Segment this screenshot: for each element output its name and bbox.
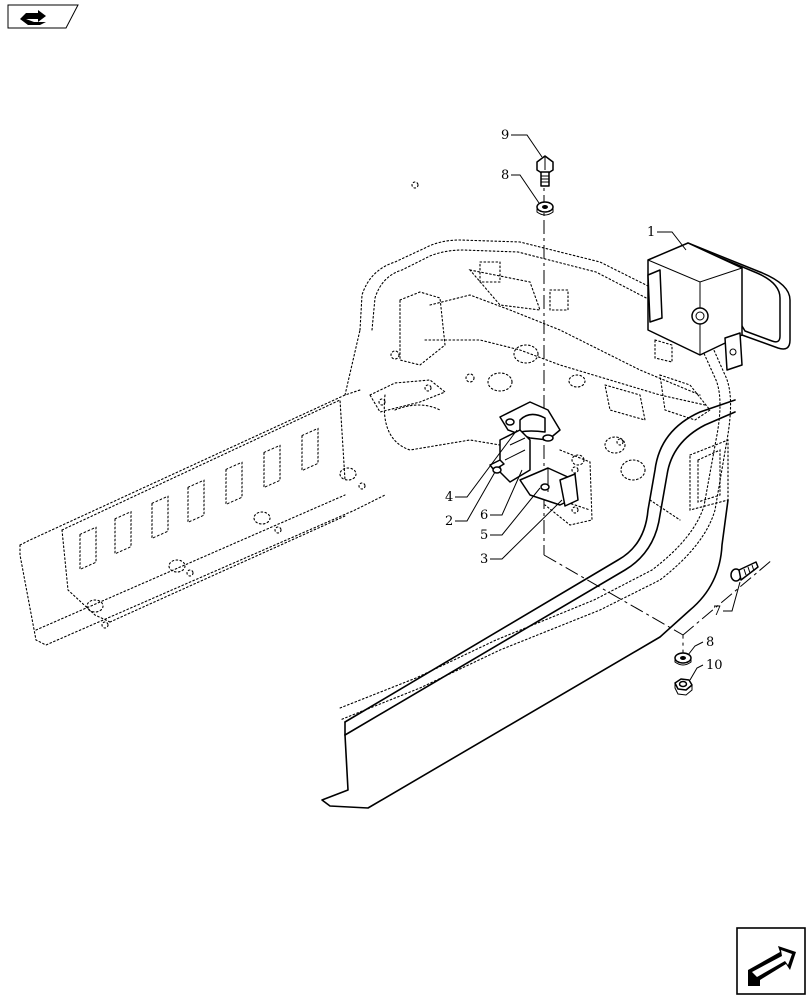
callout-5: 5 [480,528,488,543]
washer-part-8-bottom[interactable] [674,652,692,666]
book-arrow-icon[interactable] [7,4,79,29]
callout-9: 9 [501,128,509,143]
lamp-part-1[interactable] [647,242,791,371]
callout-8-bottom: 8 [706,635,714,650]
callout-8-top: 8 [501,168,509,183]
callout-4: 4 [445,490,453,505]
slot-row [79,427,319,571]
callout-10: 10 [706,658,723,673]
next-page-arrow-icon[interactable] [736,927,806,995]
callout-1: 1 [647,225,655,240]
callout-7: 7 [713,604,721,619]
screw-part-7[interactable] [730,561,759,582]
callout-3: 3 [480,552,488,567]
washer-part-8-top[interactable] [536,201,554,216]
callout-6: 6 [480,508,488,523]
bracket-assembly[interactable] [489,401,579,507]
callout-2: 2 [445,514,453,529]
leader-lines [455,134,741,681]
front-rail [321,399,736,809]
frame-phantom [19,181,732,721]
assembly-axis-screw [682,559,773,636]
assembly-axis-lower [543,554,684,660]
callout-labels: 9 8 1 4 2 6 5 3 7 8 10 [445,128,723,673]
nut-part-10[interactable] [674,678,693,696]
bolt-part-9[interactable] [536,155,554,187]
